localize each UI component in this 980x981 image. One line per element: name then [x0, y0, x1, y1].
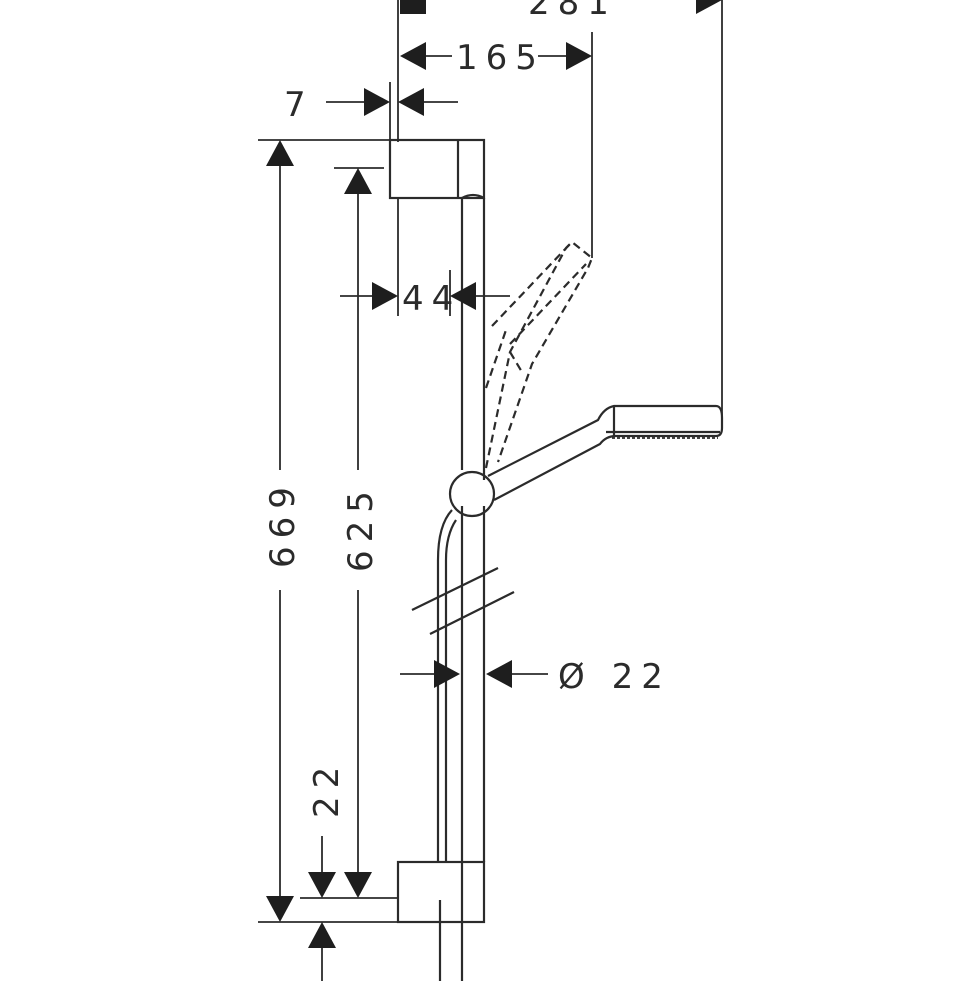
dimension-669: 669	[263, 140, 303, 922]
bottom-bracket	[396, 860, 486, 924]
dim-165-label: 165	[456, 38, 545, 78]
dimension-22-bottom: 22	[307, 759, 347, 981]
dim-44-label: 44	[402, 279, 461, 319]
dim-22-label: 22	[307, 759, 347, 818]
slider-knob	[448, 470, 496, 518]
top-bracket	[388, 138, 486, 200]
hand-shower-tilted-dashed	[484, 240, 594, 469]
break-mark-upper	[411, 567, 499, 611]
dimension-44: 44	[340, 198, 510, 319]
dim-669-label: 669	[263, 479, 303, 568]
break-mark-lower	[429, 591, 515, 635]
dim-281-label: 281	[528, 0, 617, 23]
dim-7-label: 7	[284, 85, 314, 125]
dimension-165: 165	[400, 32, 593, 258]
dim-diameter-label: Ø 22	[558, 657, 671, 697]
dim-625-label: 625	[341, 483, 381, 572]
dimension-625: 625	[341, 168, 381, 898]
shower-hose	[436, 509, 464, 981]
hand-shower	[487, 404, 724, 501]
shower-rail	[460, 193, 486, 862]
dimension-diameter-22: Ø 22	[400, 657, 671, 697]
dimension-281: 281	[397, 0, 723, 420]
dimension-7: 7	[284, 82, 458, 142]
